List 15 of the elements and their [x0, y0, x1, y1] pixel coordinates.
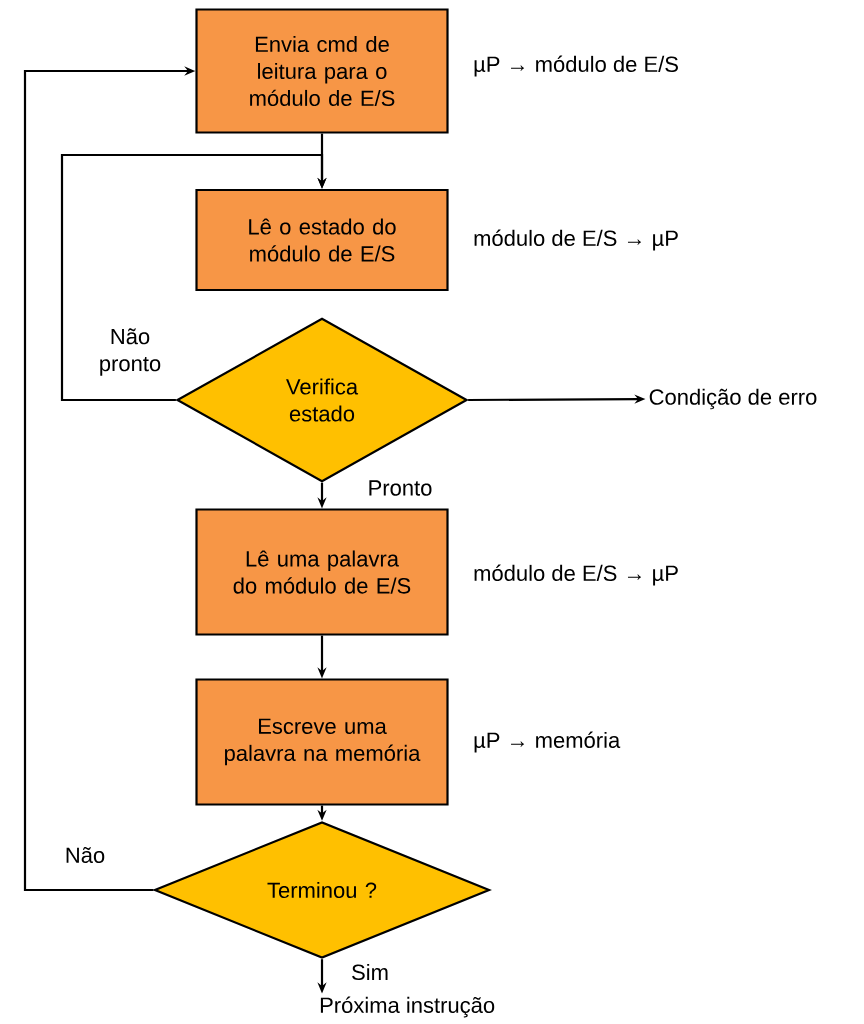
- beside-text: µP → memória: [474, 731, 621, 753]
- edge-label: Pronto: [369, 480, 432, 496]
- process-box: Lê o estado do módulo de E/S: [195, 188, 449, 292]
- end-text: Próxima instrução: [320, 996, 495, 1018]
- process-box: Escreve uma palavra na memória: [195, 678, 449, 806]
- edge-label: Não: [66, 847, 105, 863]
- beside-text: módulo de E/S → µP: [474, 229, 678, 251]
- arrow: [60, 153, 327, 402]
- end-text: Condição de erro: [649, 388, 817, 410]
- edge-label: Sim: [352, 963, 388, 981]
- process-box: Lê uma palavra do módulo de E/S: [195, 508, 449, 636]
- process-box: Envia cmd de leitura para o módulo de E/S: [195, 8, 449, 134]
- beside-text: módulo de E/S → µP: [474, 564, 678, 586]
- beside-text: µP → módulo de E/S: [474, 55, 678, 77]
- edge-label: Não pronto: [100, 328, 161, 376]
